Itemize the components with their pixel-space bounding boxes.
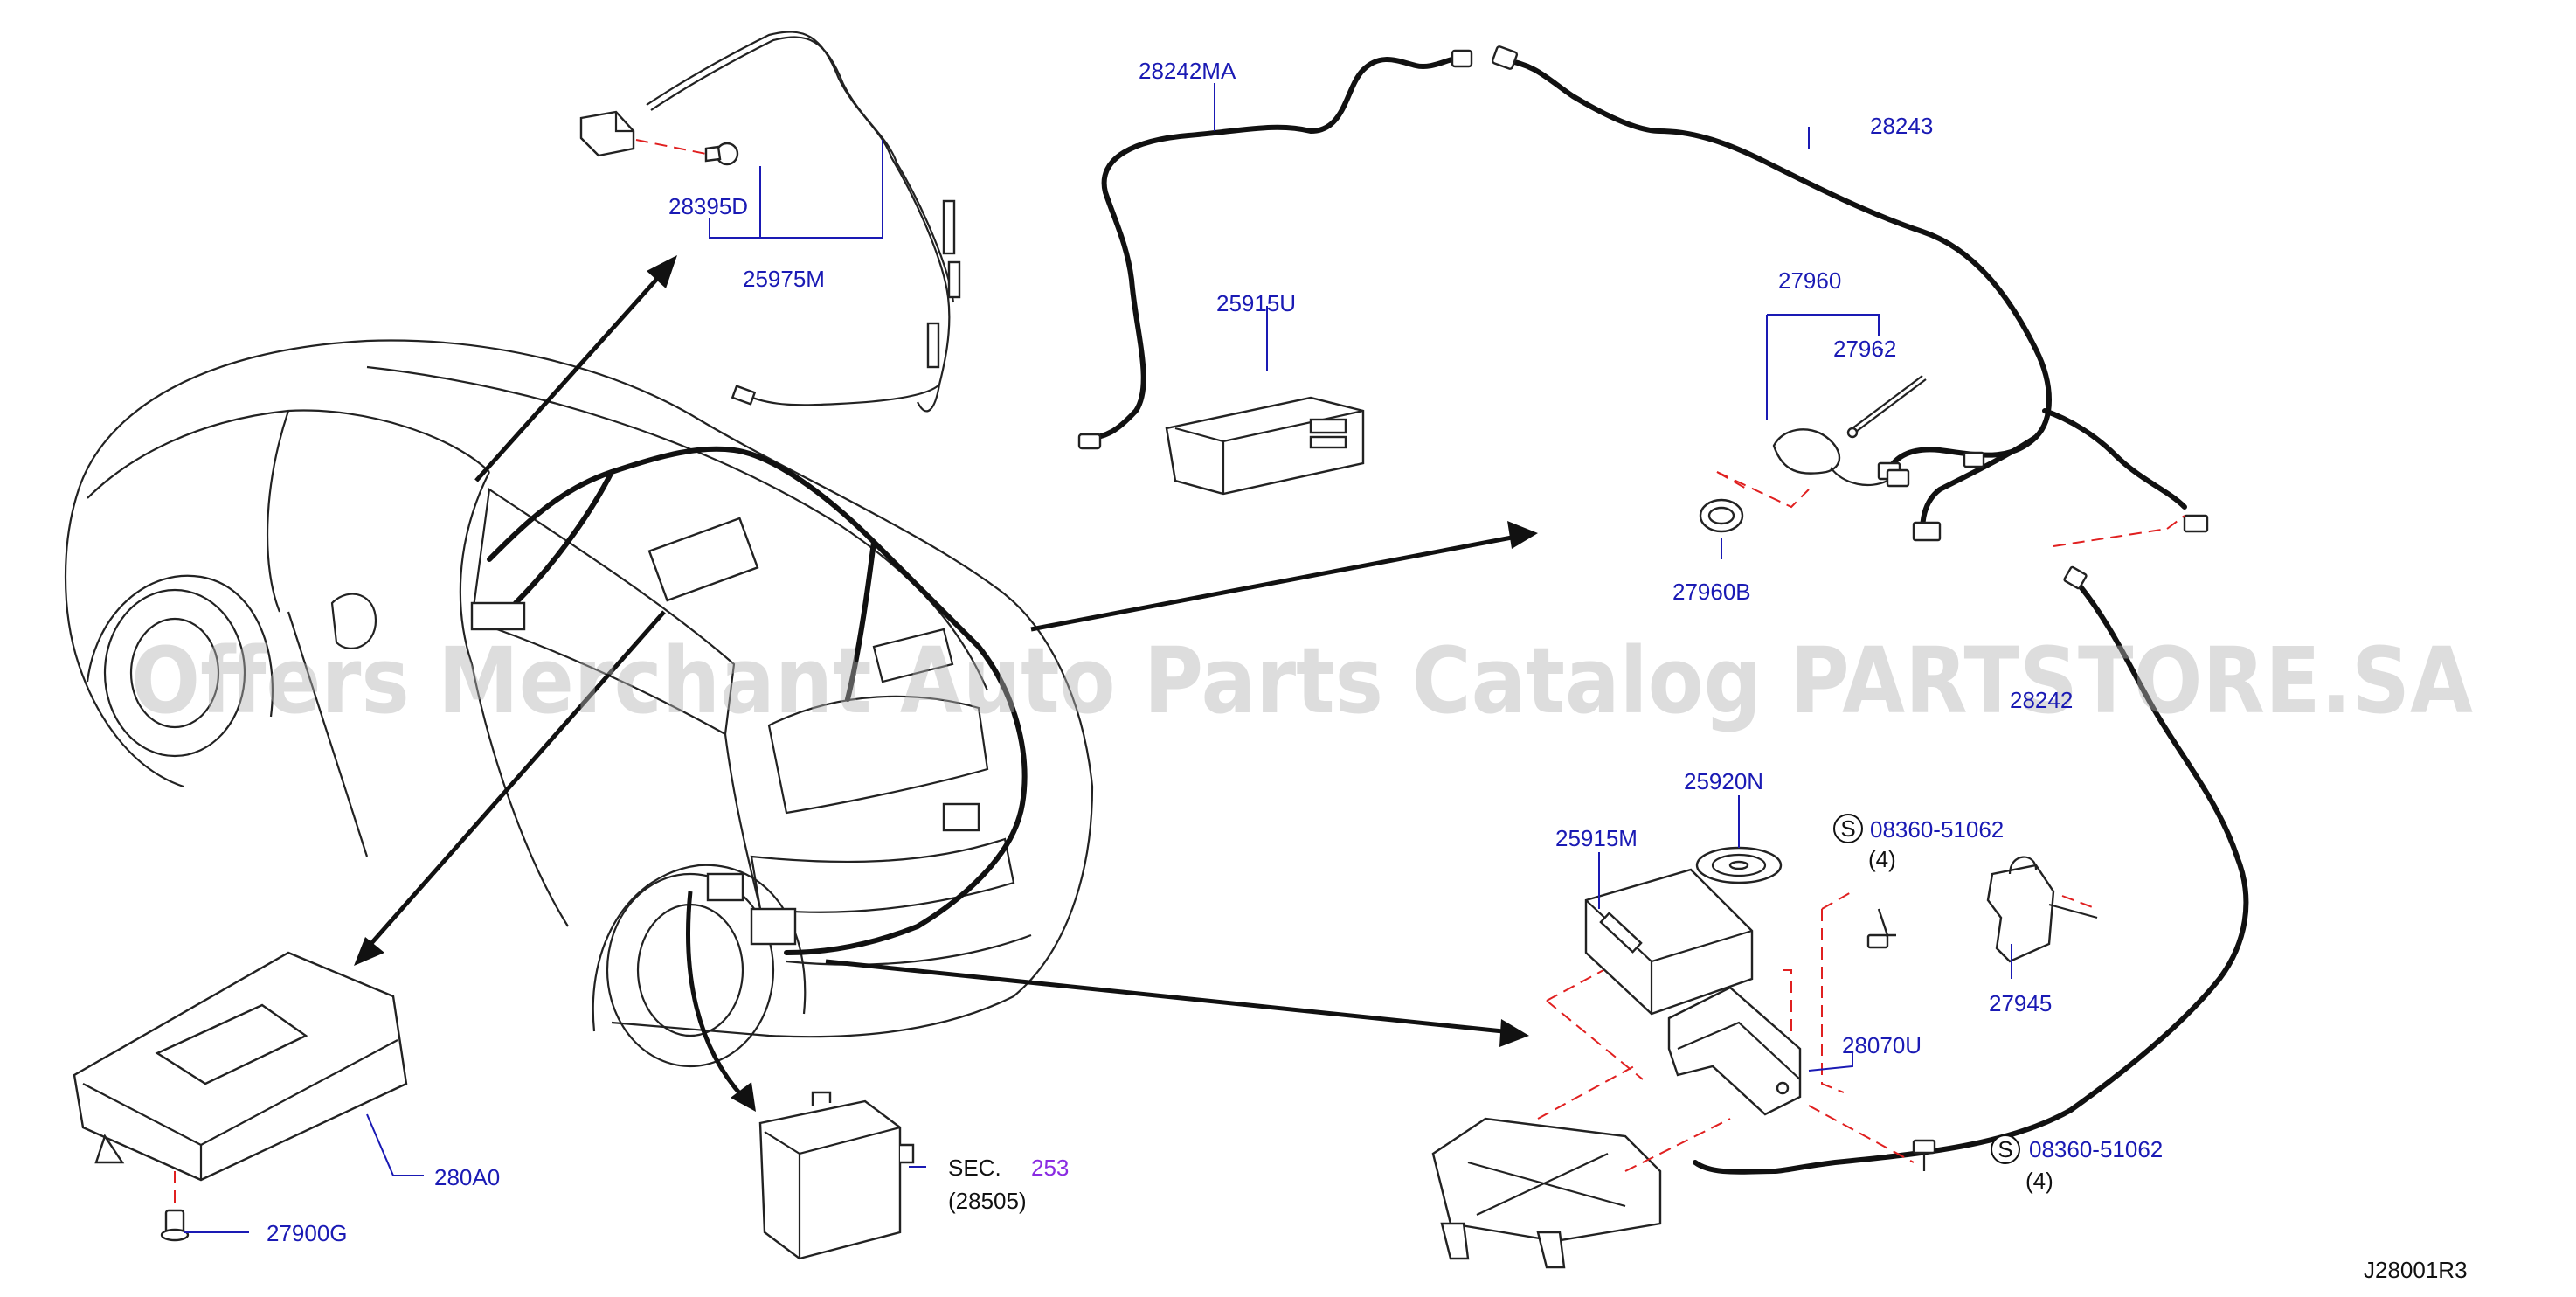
module-sec-253 xyxy=(758,1091,915,1260)
label-sec-part: (28505) xyxy=(948,1188,1027,1214)
label-27962: 27962 xyxy=(1833,336,1896,362)
label-sec-prefix: SEC. xyxy=(948,1155,1001,1181)
label-08360-a: 08360-51062 xyxy=(1870,816,2004,843)
label-280a0: 280A0 xyxy=(434,1164,500,1190)
screw-08360-a xyxy=(1821,891,1896,1093)
antenna-27960 xyxy=(1699,375,1927,533)
label-25915u: 25915U xyxy=(1216,290,1296,316)
module-280a0 xyxy=(73,951,408,1242)
screw-08360-b xyxy=(1808,1105,1936,1171)
antenna-feeder-25975m xyxy=(579,31,961,413)
label-28242ma: 28242MA xyxy=(1139,58,1236,84)
leader-lines xyxy=(184,83,2012,1233)
disc-25920n xyxy=(1695,846,1783,884)
bracket-27945 xyxy=(1986,856,2098,963)
label-27945: 27945 xyxy=(1989,990,2052,1016)
label-25920n: 25920N xyxy=(1684,768,1763,794)
vehicle-harness xyxy=(470,446,1028,955)
label-27900g: 27900G xyxy=(267,1220,348,1246)
label-08360-a-qty: (4) xyxy=(1868,846,1896,872)
unit-25915m xyxy=(1584,868,1754,1016)
label-28395d: 28395D xyxy=(668,193,748,219)
label-28070u: 28070U xyxy=(1842,1032,1922,1058)
base-bracket xyxy=(1431,1065,1731,1269)
label-25915m: 25915M xyxy=(1555,825,1638,851)
label-08360-b: 08360-51062 xyxy=(2029,1136,2163,1162)
label-28242: 28242 xyxy=(2010,687,2073,713)
part-labels: 28395D 25975M 28242MA 28243 25915U 27960… xyxy=(267,58,2468,1283)
svg-text:S: S xyxy=(1998,1136,2012,1162)
callout-arrows xyxy=(354,255,1538,1112)
unit-25915u xyxy=(1165,396,1365,496)
s-marker-a: S xyxy=(1833,814,1863,843)
label-28243: 28243 xyxy=(1870,113,1933,139)
bracket-28070u xyxy=(1546,969,1802,1116)
svg-text:S: S xyxy=(1840,815,1855,842)
label-25975m: 25975M xyxy=(743,266,825,292)
vehicle-outline xyxy=(64,339,1094,1068)
drawing-number: J28001R3 xyxy=(2364,1257,2468,1283)
label-27960b: 27960B xyxy=(1672,579,1751,605)
main-harness xyxy=(1077,45,2249,1175)
s-marker-b: S xyxy=(1991,1134,2020,1164)
label-27960: 27960 xyxy=(1778,267,1841,294)
label-sec-number: 253 xyxy=(1031,1155,1069,1181)
label-08360-b-qty: (4) xyxy=(2025,1168,2053,1194)
watermark: Offers Merchant Auto Parts Catalog PARTS… xyxy=(131,628,2473,734)
